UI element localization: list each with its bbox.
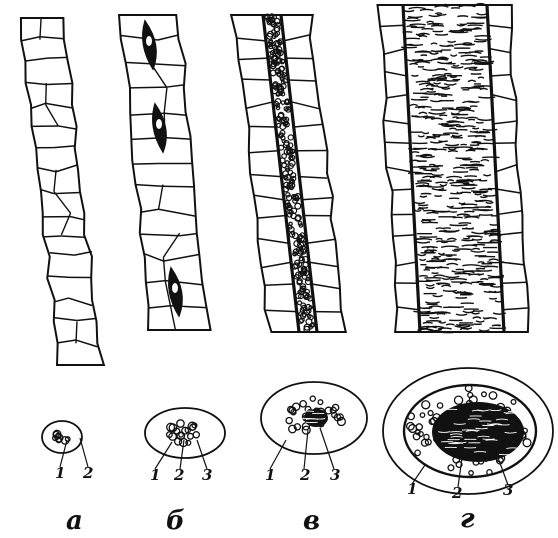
panel-a-label-2: 2 — [83, 466, 93, 481]
strand-c — [231, 14, 346, 332]
panel-b-label-2: 2 — [174, 468, 184, 483]
section-a-outer — [42, 421, 82, 453]
panel-d-letter: г — [460, 506, 475, 532]
section-a — [42, 421, 82, 453]
panel-d-label-2: 2 — [452, 486, 462, 501]
panel-c-letter: в — [303, 508, 320, 534]
strand-d — [378, 4, 529, 333]
panel-c-label-2: 2 — [300, 468, 310, 483]
section-c-core — [304, 409, 328, 427]
longitudinal-strands — [21, 4, 529, 365]
panel-c-label-1: 1 — [265, 468, 275, 483]
section-d — [383, 368, 553, 494]
section-c — [261, 382, 367, 454]
panel-b-letter: б — [166, 508, 185, 534]
panel-b-label-3: 3 — [202, 468, 212, 483]
panel-d-label-1: 1 — [407, 482, 417, 497]
cross-sections — [42, 368, 553, 494]
panel-a-label-1: 1 — [55, 466, 65, 481]
panel-a-letter: а — [66, 508, 83, 534]
strand-a — [21, 18, 104, 365]
panel-b-label-1: 1 — [150, 468, 160, 483]
panel-c-label-3: 3 — [330, 468, 340, 483]
section-b — [145, 408, 225, 458]
strand-b — [119, 15, 211, 330]
section-b-outer — [145, 408, 225, 458]
panel-d-label-3: 3 — [503, 483, 513, 498]
